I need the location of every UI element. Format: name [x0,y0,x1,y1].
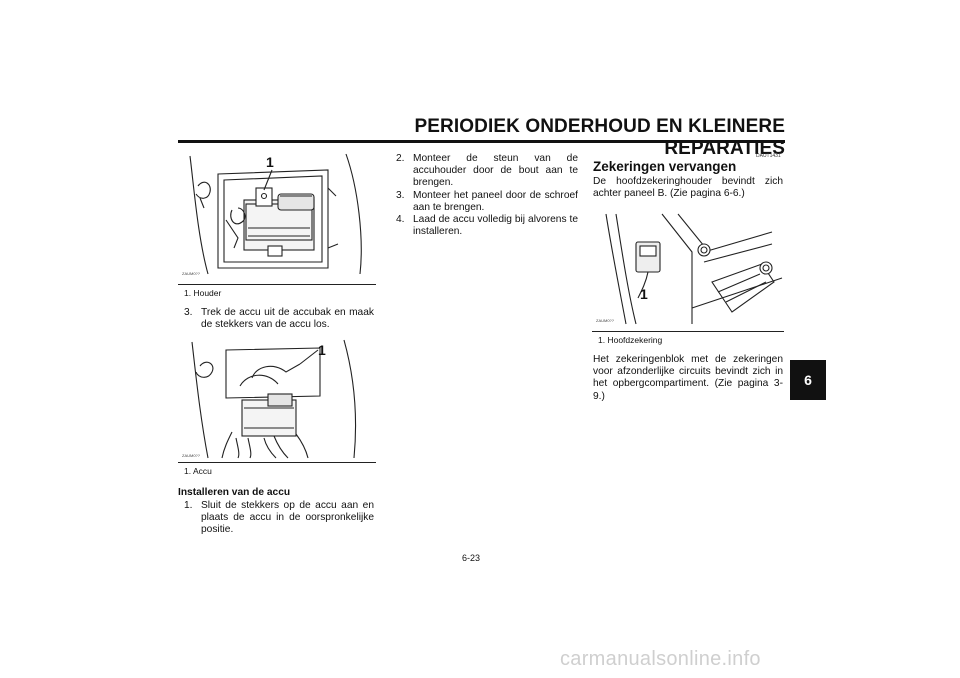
step-number: 1. [184,500,193,511]
caption-rule [178,284,376,285]
step-number: 2. [396,153,405,164]
callout-number: 1 [266,154,274,170]
step-2: 2. Monteer de steun van de accuhouder do… [396,153,578,190]
step-number: 4. [396,214,405,226]
step-text: Monteer de steun van de accuhouder door … [413,153,578,189]
figure-code: ZAUM0?? [182,453,201,458]
step-3: 3. Monteer het paneel door de schroef aa… [396,190,578,214]
section-code: DAUT1431 [756,153,781,159]
main-fuse-illustration [605,213,783,325]
caption-rule [178,462,376,463]
step-3: 3. Trek de accu uit de accubak en maak d… [184,307,374,331]
page-number: 6-23 [462,553,481,563]
figure-code: ZAUM0?? [182,271,201,276]
figure-code: ZAUM0?? [596,318,615,323]
figure-caption: 1. Accu [184,466,212,476]
step-number: 3. [184,307,193,318]
step-text: Laad de accu volledig bij alvorens te in… [413,214,578,238]
step-text: Sluit de stekkers op de accu aan en plaa… [201,500,374,536]
step-text: Monteer het paneel door de schroef aan t… [413,189,578,213]
page-header-title: PERIODIEK ONDERHOUD EN KLEINERE REPARATI… [414,116,785,159]
step-text: Trek de accu uit de accubak en maak de s… [201,307,374,331]
section-body: Het zekeringenblok met de zekeringen voo… [593,354,783,402]
install-heading: Installeren van de accu [178,487,291,498]
figure-caption: 1. Hoofdzekering [598,335,663,345]
figure-battery-holder: ZAUM0?? 1 [178,148,376,276]
middle-steps: 2. Monteer de steun van de accuhouder do… [396,153,578,238]
callout-number: 1 [318,342,326,358]
figure-battery-removal: ZAUM0?? 1 [178,336,376,460]
callout-number: 1 [640,286,648,302]
header-rule [178,140,785,143]
caption-rule [592,331,784,332]
section-intro: De hoofdzekeringhouder bevindt zich acht… [593,176,783,200]
watermark: carmanualsonline.info [560,648,761,670]
install-step-1: 1. Sluit de stekkers op de accu aan en p… [184,500,374,537]
section-title: Zekeringen vervangen [593,159,737,174]
step-number: 3. [396,189,405,201]
figure-caption: 1. Houder [184,288,222,298]
step-4: 4. Laad de accu volledig bij alvorens te… [396,214,578,238]
figure-main-fuse: ZAUM0?? 1 [592,212,784,326]
battery-removal-illustration [191,339,357,459]
battery-holder-illustration [189,153,362,275]
chapter-tab: 6 [790,360,826,400]
